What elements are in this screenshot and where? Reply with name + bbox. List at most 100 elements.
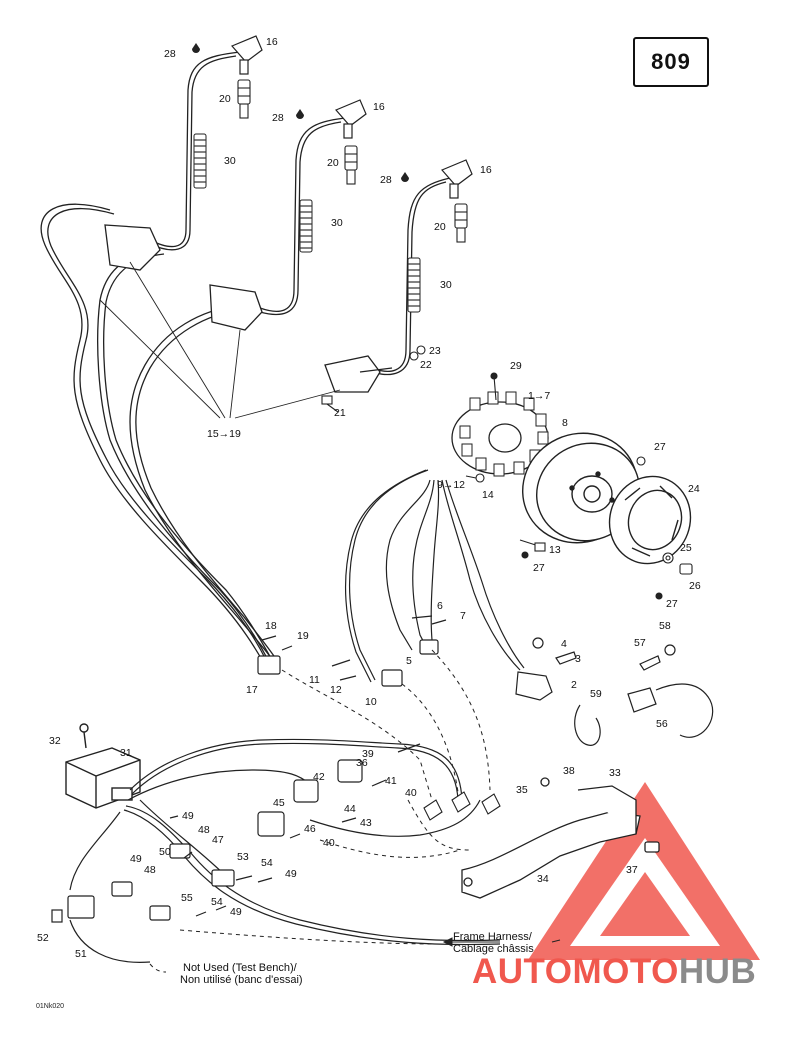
starter-cup [608,475,692,565]
callout-28b: 28 [272,112,284,124]
callout-16a: 16 [266,36,278,48]
callout-54a: 54 [261,857,273,869]
callout-1-7: 1→7 [528,390,550,402]
watermark-triangle [528,782,760,960]
callout-9-12: 9→12 [437,479,465,491]
callout-25: 25 [680,542,692,554]
note-not-used-en: Not Used (Test Bench)/ [183,962,298,974]
page-number: 809 [651,49,691,74]
watermark-part-1: AUTO [472,952,573,991]
callout-13: 13 [549,544,561,556]
callout-5: 5 [406,655,412,667]
connector-2 [515,637,577,701]
callout-23: 23 [429,345,441,357]
callout-57: 57 [634,637,646,649]
callout-37: 37 [626,864,638,876]
note-frame-harness-fr: Câblage châssis [453,943,534,955]
callout-21: 21 [334,407,346,419]
callout-8: 8 [562,417,568,429]
bolt-21 [321,395,339,413]
callout-16b: 16 [373,101,385,113]
callout-4: 4 [561,638,567,650]
callout-34: 34 [537,873,549,885]
callout-38: 38 [563,765,575,777]
callout-49a: 49 [182,810,194,822]
callout-53: 53 [237,851,249,863]
callout-12: 12 [330,684,342,696]
callout-40b: 40 [323,837,335,849]
callout-51: 51 [75,948,87,960]
nut-washer [409,345,426,361]
callout-20b: 20 [327,157,339,169]
washers-28 [192,43,409,182]
callout-58: 58 [659,620,671,632]
callout-16c: 16 [480,164,492,176]
connector-17 [257,635,357,681]
callout-42: 42 [313,771,325,783]
drawing-code: 01Nk020 [36,1003,64,1010]
callout-47: 47 [212,834,224,846]
callout-17: 17 [246,684,258,696]
callout-3: 3 [575,653,581,665]
callout-40a: 40 [405,787,417,799]
callout-labels: 16 28 20 16 28 20 16 28 20 30 30 30 23 2… [37,36,701,960]
leader-lines-coils [99,261,341,419]
module-31 [65,723,141,809]
callout-11: 11 [309,674,320,686]
callout-43: 43 [360,817,372,829]
notes: Frame Harness/ Câblage châssis Not Used … [180,931,534,986]
callout-33: 33 [609,767,621,779]
note-frame-harness-en: Frame Harness/ [453,931,533,943]
callout-30a: 30 [224,155,236,167]
watermark-part-3: HUB [678,952,757,991]
callout-49d: 49 [230,906,242,918]
bracket [461,777,660,899]
page-number-box: 809 [633,37,709,87]
callout-20c: 20 [434,221,446,233]
callout-10: 10 [365,696,377,708]
callout-39: 39 [362,748,374,760]
note-not-used-fr: Non utilisé (banc d'essai) [180,974,303,986]
callout-28c: 28 [380,174,392,186]
callout-44: 44 [344,803,356,815]
callout-19: 19 [297,630,309,642]
callout-35: 35 [516,784,528,796]
callout-54b: 54 [211,896,223,908]
callout-24: 24 [688,483,700,495]
callout-15-19: 15→19 [207,428,241,440]
callout-59: 59 [590,688,602,700]
spring-sleeves [193,133,421,313]
callout-27a: 27 [654,441,666,453]
routing-lines [149,649,491,973]
callout-46: 46 [304,823,316,835]
flywheel-hardware [465,372,693,600]
sensor-56 [574,644,714,746]
ignition-leads [40,51,451,663]
callout-30c: 30 [440,279,452,291]
callout-14: 14 [482,489,494,501]
ignition-coils [104,224,393,393]
callout-45: 45 [273,797,285,809]
callout-32: 32 [49,735,61,747]
watermark-logo: AUTOMOTOHUB [472,954,756,989]
callout-55: 55 [181,892,193,904]
callout-49c: 49 [285,868,297,880]
callout-29: 29 [510,360,522,372]
callout-27c: 27 [666,598,678,610]
callout-41: 41 [385,775,397,787]
callout-28a: 28 [164,48,176,60]
callout-26: 26 [689,580,701,592]
callout-7: 7 [460,610,466,622]
spark-plugs [237,79,468,243]
spark-plug-caps [230,35,473,199]
callout-6: 6 [437,600,443,612]
terminals-35 [423,791,501,821]
callout-31: 31 [120,747,132,759]
callout-22: 22 [420,359,432,371]
connectors-5-10 [381,615,447,687]
note-arrows [442,937,561,947]
callout-36: 36 [356,757,368,769]
harness-connectors [51,743,421,923]
callout-48a: 48 [198,824,210,836]
